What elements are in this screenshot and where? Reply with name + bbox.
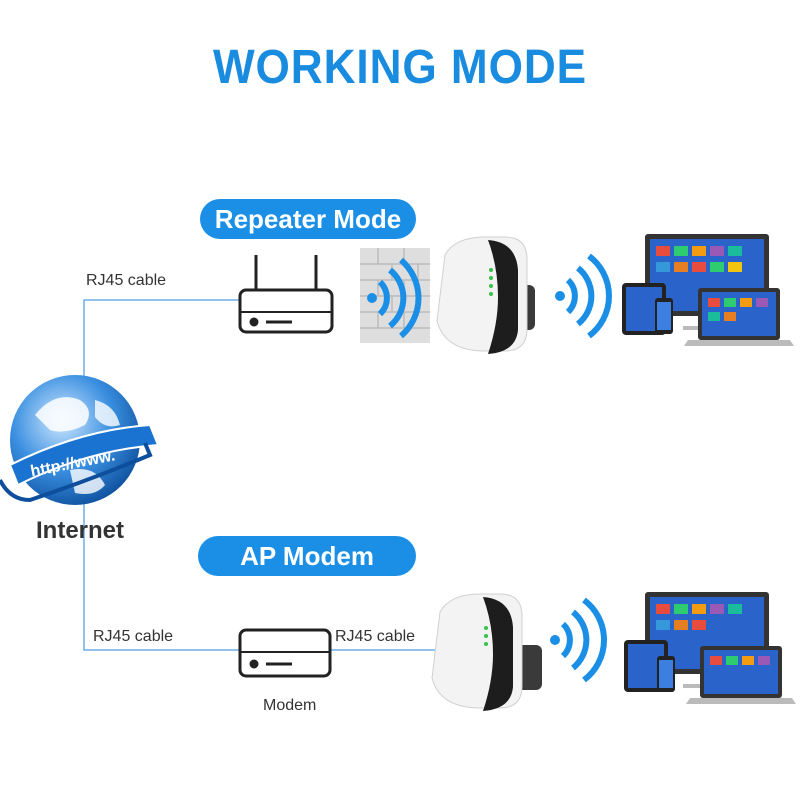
cable-top <box>83 299 240 380</box>
internet-label: Internet <box>36 517 125 544</box>
rj45-cable-label-top: RJ45 cable <box>86 272 167 289</box>
ap-modem-label: AP Modem <box>198 536 416 576</box>
cable-lines <box>83 299 440 651</box>
brick-wall-icon <box>360 248 430 343</box>
router-icon <box>238 255 334 334</box>
wifi-repeater-device-icon <box>431 593 542 711</box>
cable-bottom <box>83 500 240 651</box>
devices-icon <box>624 592 796 704</box>
wifi-signal-icon <box>555 253 612 339</box>
rj45-cable-label-bottom-right: RJ45 cable <box>335 628 416 645</box>
rj45-cable-label-bottom-left: RJ45 cable <box>93 628 174 645</box>
modem-label: Modem <box>263 697 317 714</box>
page-title: WORKING MODE <box>212 41 588 94</box>
repeater-mode-label: Repeater Mode <box>200 199 416 239</box>
wifi-repeater-device-icon <box>436 236 535 354</box>
devices-icon <box>622 234 794 346</box>
globe-icon <box>0 375 160 505</box>
wifi-signal-icon <box>550 597 607 683</box>
modem-icon <box>238 628 332 678</box>
